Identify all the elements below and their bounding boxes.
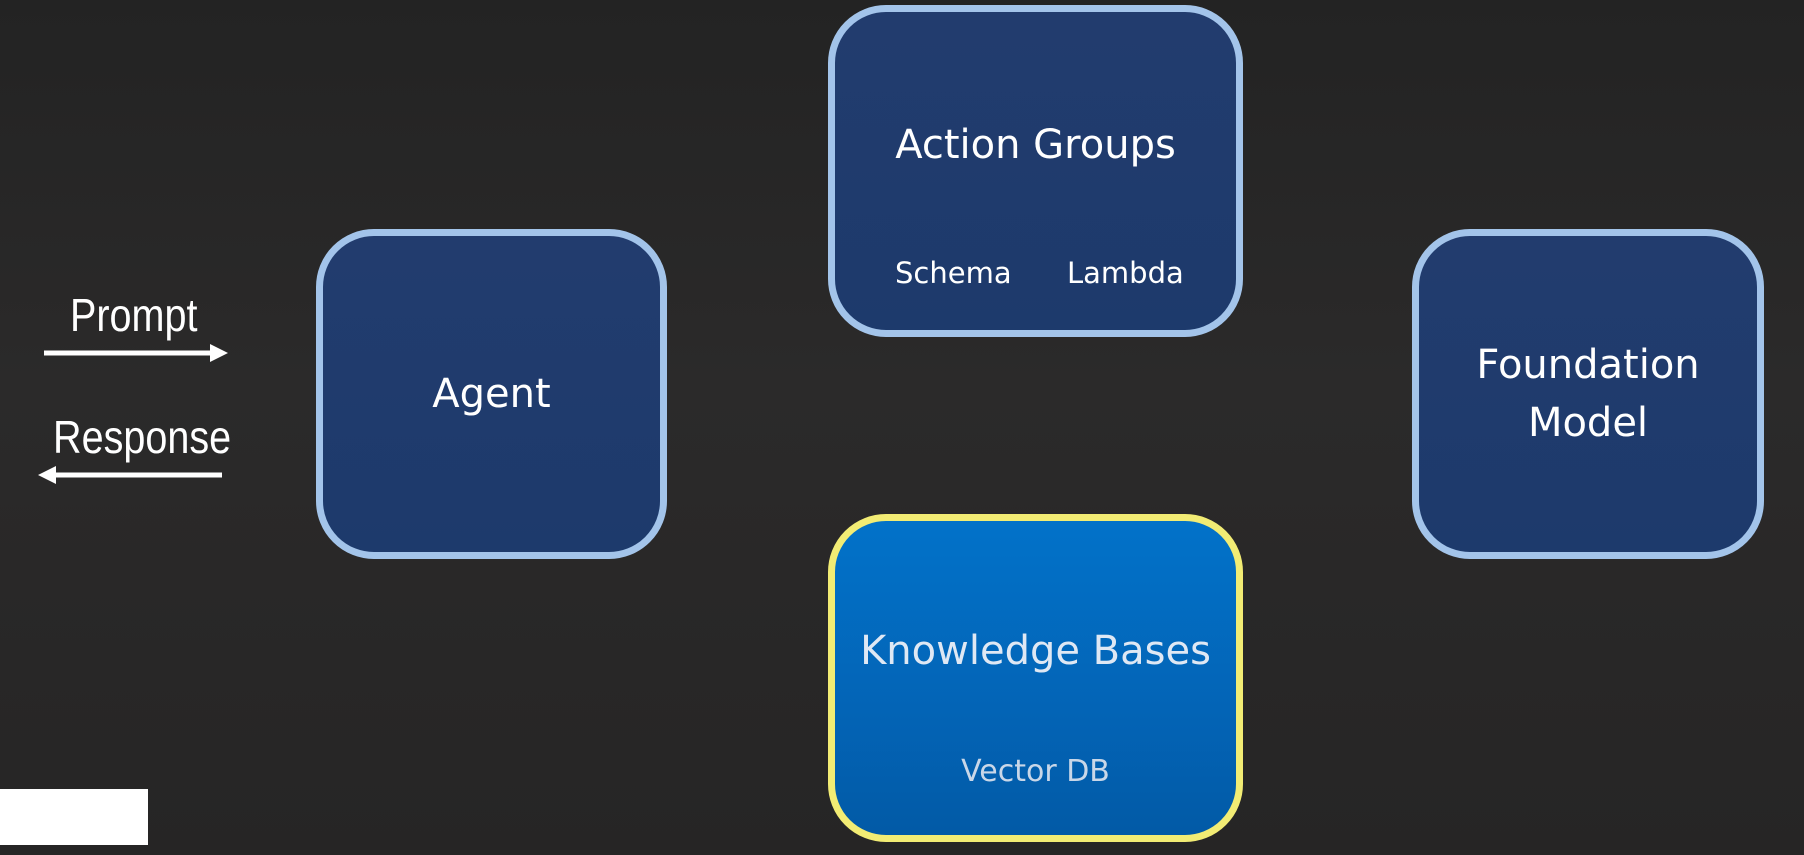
- prompt-label: Prompt: [70, 289, 198, 341]
- foundation-model-line2: Model: [1527, 400, 1649, 446]
- white-overlay-patch: [0, 789, 148, 845]
- response-label: Response: [53, 411, 232, 463]
- prompt-arrow-icon: [44, 344, 228, 362]
- vector-db-label: Vector DB: [961, 754, 1110, 789]
- schema-label: Schema: [895, 256, 1012, 290]
- knowledge-bases-box: Knowledge Bases Vector DB: [828, 514, 1243, 842]
- action-groups-title: Action Groups: [895, 122, 1176, 168]
- action-groups-box: Action Groups Schema Lambda: [828, 5, 1243, 337]
- knowledge-bases-title: Knowledge Bases: [860, 628, 1211, 674]
- response-arrow-icon: [38, 466, 222, 484]
- lambda-label: Lambda: [1067, 256, 1184, 290]
- foundation-model-box: Foundation Model: [1412, 229, 1764, 559]
- foundation-model-line1: Foundation: [1476, 342, 1700, 388]
- foundation-model-label: Foundation Model: [1419, 236, 1757, 552]
- agent-label: Agent: [432, 371, 551, 417]
- agent-box: Agent: [316, 229, 667, 559]
